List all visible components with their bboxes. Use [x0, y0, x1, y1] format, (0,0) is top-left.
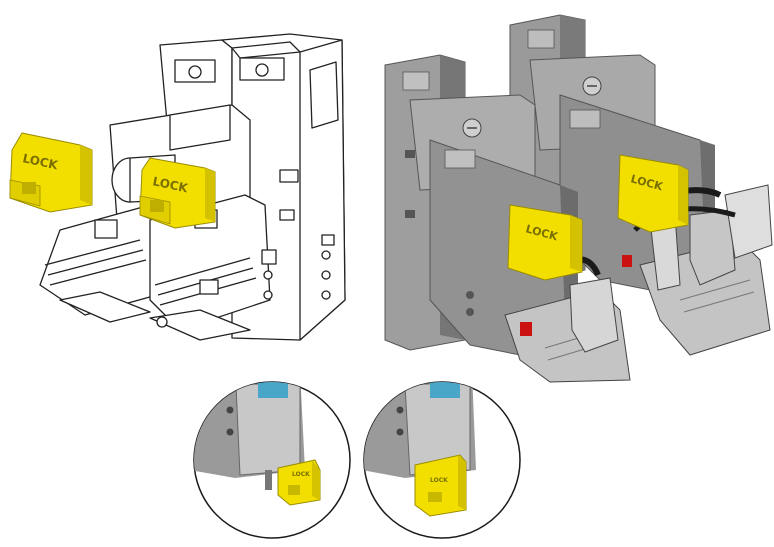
gray-fuse-holder-front: LOCK [384, 54, 631, 383]
lock-device-detached: LOCK [9, 132, 93, 213]
lock-label-5: LOCK [292, 471, 310, 478]
outline-fuse-holder-assembly [39, 33, 346, 341]
lock-label-6: LOCK [430, 477, 448, 484]
detail-circle-locked: LOCK [363, 381, 521, 539]
detail-circle-unlocked: LOCK [193, 381, 351, 539]
lock-device-inserted: LOCK [139, 157, 216, 229]
